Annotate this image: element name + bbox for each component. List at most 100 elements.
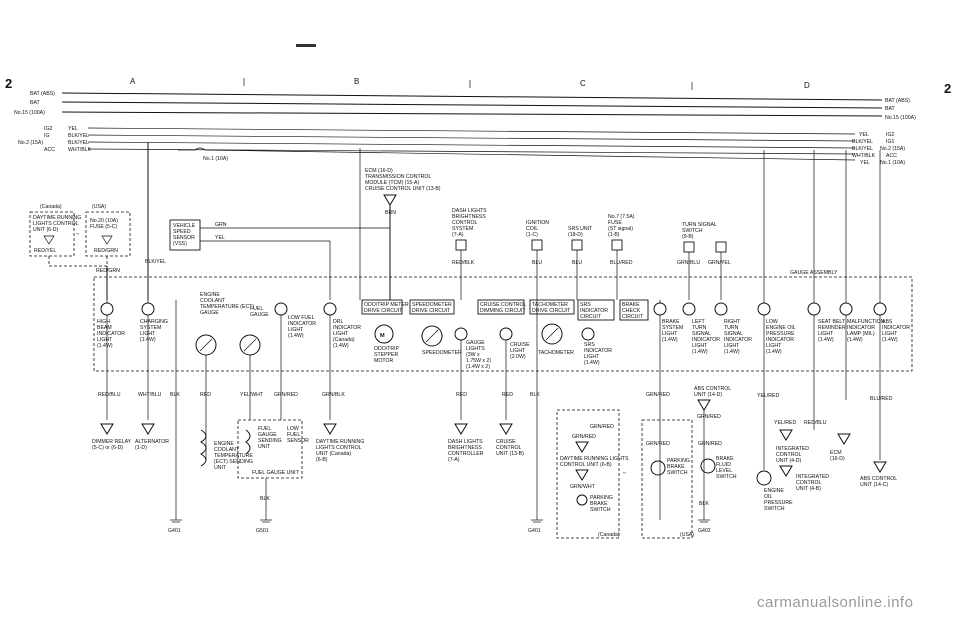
- alternator-l2: (1-D): [135, 445, 147, 451]
- brake-light-l1: BRAKE: [662, 319, 680, 325]
- bus-no15-right: No.15 (100A): [885, 115, 916, 121]
- low-oil-l3: PRESSURE: [766, 331, 795, 337]
- oil-switch-l1: ENGINE: [764, 488, 784, 494]
- dash-lights-l4: SYSTEM: [452, 226, 473, 232]
- odo-motor-l2: STEPPER: [374, 352, 398, 358]
- abs-light-l1: ABS: [882, 319, 893, 325]
- srs-light-l3: LIGHT: [584, 354, 600, 360]
- brake-fluid-l3: LEVEL: [716, 468, 732, 474]
- abs-light-l2: INDICATOR: [882, 325, 910, 331]
- ecm-l2: TRANSMISSION CONTROL: [365, 174, 431, 180]
- feed-left-0-color: YEL: [68, 126, 78, 132]
- label-red-dash: RED: [456, 392, 467, 398]
- gauge-assembly-box: [93, 276, 913, 372]
- vss-l2: SPEED: [173, 229, 191, 235]
- low-oil-l2: ENGINE OIL: [766, 325, 796, 331]
- dash-lights-l1: DASH LIGHTS: [452, 208, 487, 214]
- srs-circuit-l1: SRS: [580, 302, 591, 308]
- low-fuel-l1: LOW FUEL: [288, 315, 315, 321]
- vss-l4: (VSS): [173, 241, 187, 247]
- right-turn-l2: TURN: [724, 325, 739, 331]
- right-turn-l4: INDICATOR: [724, 337, 752, 343]
- brake-check-l3: CIRCUIT: [622, 314, 644, 320]
- ect-sender-l4: (ECT) SENDING: [214, 459, 253, 465]
- page-number-right: 2: [944, 81, 951, 96]
- label-red-blu: RED/BLU: [98, 392, 121, 398]
- label-blu2: BLU: [572, 260, 582, 266]
- feed-left-0-name: IG2: [44, 126, 52, 132]
- bus-bat-left: BAT: [30, 100, 41, 106]
- dash-lights-l5: (7-A): [452, 232, 464, 238]
- gauge-elements: HIGH BEAM INDICATOR LIGHT (1.4W) CHARGIN…: [97, 292, 910, 370]
- feed-right-3-name: ACC: [886, 153, 897, 159]
- right-turn-l3: SIGNAL: [724, 331, 743, 337]
- dash-ctrl-l2: BRIGHTNESS: [448, 445, 482, 451]
- label-yel-wht: YEL/WHT: [240, 392, 264, 398]
- fuse7-l3: (ST signal): [608, 226, 633, 232]
- srs-light-l1: SRS: [584, 342, 595, 348]
- cruise-unit-l3: UNIT (13-B): [496, 451, 524, 457]
- high-beam-l5: (1.4W): [97, 343, 113, 349]
- drl-unit-c-l1: DAYTIME RUNNING LIGHTS: [560, 456, 629, 462]
- fuse7-l4: (1-B): [608, 232, 620, 238]
- integrated2-l3: UNIT (4-B): [796, 486, 821, 492]
- watermark: carmanualsonline.info: [757, 594, 913, 611]
- zone-d: D: [804, 81, 810, 90]
- ecm-l3: MODULE (TCM) (15-A): [365, 180, 419, 186]
- ign-coil-l2: COIL: [526, 226, 538, 232]
- pb-c-l3: SWITCH: [590, 507, 611, 513]
- label-grn-blk: GRN/BLK: [322, 392, 345, 398]
- ign-coil-l1: IGNITION: [526, 220, 549, 226]
- label-grn-red-usa: GRN/RED: [646, 392, 670, 398]
- drl-unit-l2: LIGHTS CONTROL: [316, 445, 362, 451]
- ect-sender-l2: COOLANT: [214, 447, 240, 453]
- seat-belt-l1: SEAT BELT: [818, 319, 846, 325]
- ect-sender-l3: TEMPERATURE: [214, 453, 253, 459]
- right-turn-l1: RIGHT: [724, 319, 741, 325]
- feed-right-3-color: WHT/BLK: [852, 153, 876, 159]
- bus-bat-abs-right: BAT (ABS): [885, 98, 910, 104]
- ground-g401-b: G401: [528, 528, 541, 534]
- dimmer-relay-l2: (5-C) or (6-D): [92, 445, 123, 451]
- oil-switch-l4: SWITCH: [764, 506, 785, 512]
- integrated2-l2: CONTROL: [796, 480, 821, 486]
- label-grn-blu: GRN/BLU: [677, 260, 700, 266]
- feed-right-2-name: No.2 (15A): [880, 146, 905, 152]
- gauge-lights-l2: LIGHTS: [466, 346, 485, 352]
- drl-unit-l3: UNIT (Canada): [316, 451, 351, 457]
- dash-lights-l3: CONTROL: [452, 220, 477, 226]
- drl-light-l2: INDICATOR: [333, 325, 361, 331]
- right-turn-l5: LIGHT: [724, 343, 740, 349]
- charging-l1: CHARGING: [140, 319, 168, 325]
- drl-unit-c-l2: CONTROL UNIT (6-B): [560, 462, 612, 468]
- label-usa-bottom: (USA): [680, 532, 694, 538]
- drl-module-l2: LIGHTS CONTROL: [33, 221, 79, 227]
- low-fuel-sensor-l1: LOW: [287, 426, 299, 432]
- ign-coil-l3: (1-C): [526, 232, 538, 238]
- label-brn: BRN: [385, 210, 396, 216]
- drl-unit-l1: DAYTIME RUNNING: [316, 439, 364, 445]
- cruise-light-l2: LIGHT: [510, 348, 526, 354]
- dash-ctrl-l3: CONTROLLER: [448, 451, 484, 457]
- vss-l3: SENSOR: [173, 235, 195, 241]
- feed-right-4-name: No.1 (10A): [880, 160, 905, 166]
- bus-no15-left: No.15 (100A): [14, 110, 45, 116]
- ground-g402: G402: [698, 528, 711, 534]
- high-beam-l2: BEAM: [97, 325, 112, 331]
- label-red-grn-top: RED/GRN: [94, 248, 118, 254]
- integrated-l2: CONTROL: [776, 452, 801, 458]
- label-blu-red: BLU/RED: [610, 260, 633, 266]
- label-grn-red-abs: GRN/RED: [697, 414, 721, 420]
- ect-gauge-l2: COOLANT: [200, 298, 226, 304]
- label-grn-vss: GRN: [215, 222, 227, 228]
- left-turn-l5: LIGHT: [692, 343, 708, 349]
- integrated2-l1: INTEGRATED: [796, 474, 829, 480]
- oil-switch-l2: OIL: [764, 494, 772, 500]
- turn-sw-l3: (9-B): [682, 234, 694, 240]
- high-beam-l4: LIGHT: [97, 337, 113, 343]
- seat-belt-l3: LIGHT: [818, 331, 834, 337]
- fuel-unit-l1: FUEL: [258, 426, 271, 432]
- cruise-light-l3: (2.0W): [510, 354, 526, 360]
- turn-sw-l2: SWITCH: [682, 228, 703, 234]
- seat-belt-l2: REMINDER: [818, 325, 846, 331]
